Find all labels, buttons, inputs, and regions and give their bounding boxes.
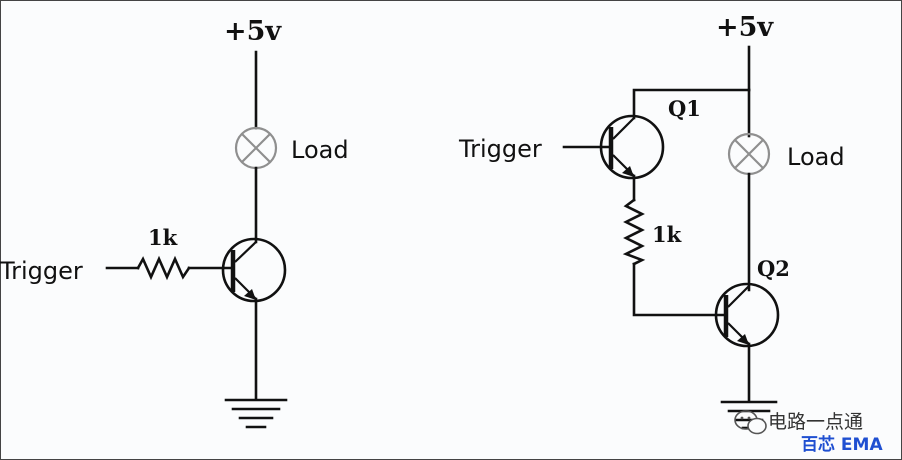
right-q1-collector-wire (632, 88, 751, 120)
left-resistor-label: 1k (148, 225, 178, 250)
left-trigger-label: Trigger (0, 257, 83, 285)
right-resistor-icon (622, 198, 646, 266)
left-circuit: +5v Load Trigger 1k (0, 16, 349, 429)
left-load-lamp-icon (234, 126, 278, 170)
left-resistor-icon (136, 255, 191, 281)
left-load-label: Load (291, 136, 349, 164)
q1-label: Q1 (668, 96, 701, 121)
left-npn-transistor-icon (221, 237, 287, 303)
left-supply-label: +5v (224, 16, 282, 47)
right-trigger-label: Trigger (458, 135, 542, 163)
q2-label: Q2 (757, 256, 790, 281)
right-load-label: Load (787, 143, 845, 171)
right-circuit: +5v Q1 Trigger 1k Load Q2 (458, 12, 845, 430)
q2-base-wire (632, 262, 728, 317)
right-resistor-label: 1k (652, 222, 682, 247)
watermark-line1: 电路一点通 (768, 411, 863, 433)
left-ground-icon (224, 398, 288, 429)
wechat-icon (734, 410, 767, 435)
q2-npn-transistor-icon (714, 282, 780, 348)
watermark: 电路一点通 百芯 EMA (734, 410, 883, 455)
right-supply-label: +5v (716, 12, 774, 43)
right-load-lamp-icon (727, 132, 771, 176)
watermark-line2: 百芯 EMA (801, 434, 883, 455)
